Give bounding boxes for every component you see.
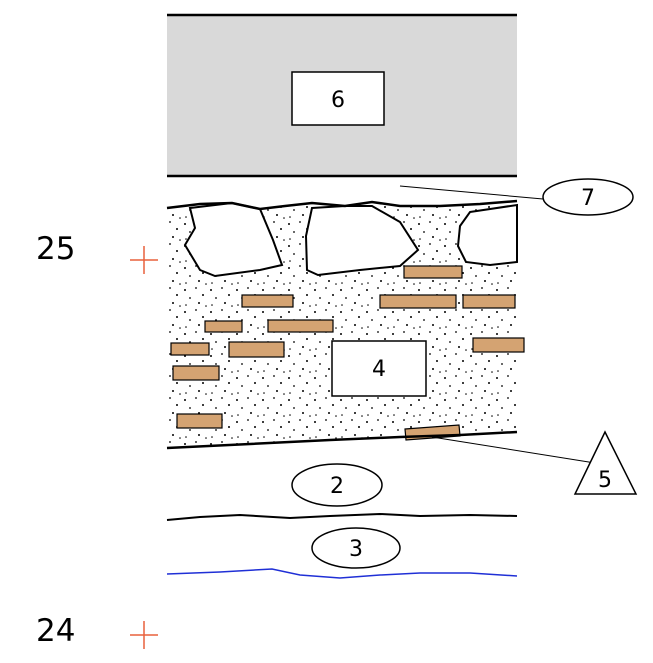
layer-2-bottom-line (166, 512, 518, 521)
elevation-24: 24 (36, 613, 158, 649)
elevation-25: 25 (36, 231, 158, 274)
rubble-bottom-line (166, 430, 518, 450)
brick (204, 320, 243, 333)
brick (403, 265, 463, 279)
groundwater-line (166, 568, 518, 579)
brick (379, 294, 457, 309)
callout-5: 5 (431, 430, 638, 495)
layer-4-label-box (331, 340, 427, 397)
brick (172, 365, 220, 381)
layer-6-band: 6 (167, 13, 517, 178)
elevation-25-label: 25 (36, 231, 75, 267)
layer-2-label: 2 (330, 474, 344, 499)
layer-2-ellipse (291, 463, 383, 507)
layer-3: 3 (166, 527, 518, 579)
brick (241, 294, 294, 308)
callout-5-label: 5 (598, 468, 612, 493)
layer-3-label: 3 (349, 537, 363, 562)
callout-5-leader (431, 436, 596, 464)
brick (176, 413, 223, 429)
elevation-24-label: 24 (36, 613, 75, 649)
callout-5-triangle (573, 430, 638, 495)
cobble-stones (183, 201, 518, 278)
layer-4-rubble: 4 (166, 199, 525, 450)
layer-6-label: 6 (331, 88, 345, 113)
brick (228, 341, 285, 358)
rubble-top-line (166, 199, 518, 211)
brick (462, 294, 516, 309)
callout-7-ellipse (542, 178, 634, 216)
stone (304, 205, 420, 277)
stone (456, 203, 518, 267)
brick (267, 319, 334, 333)
layer-3-ellipse (311, 527, 401, 569)
layer-6-label-box (291, 71, 385, 126)
bricks (170, 265, 525, 441)
layer-4-label: 4 (372, 357, 386, 382)
brick (170, 342, 210, 356)
layer-2: 2 (166, 463, 518, 521)
callout-7-leader (399, 185, 544, 200)
callout-7: 7 (399, 178, 634, 216)
callout-7-label: 7 (581, 186, 595, 211)
brick (472, 337, 525, 353)
